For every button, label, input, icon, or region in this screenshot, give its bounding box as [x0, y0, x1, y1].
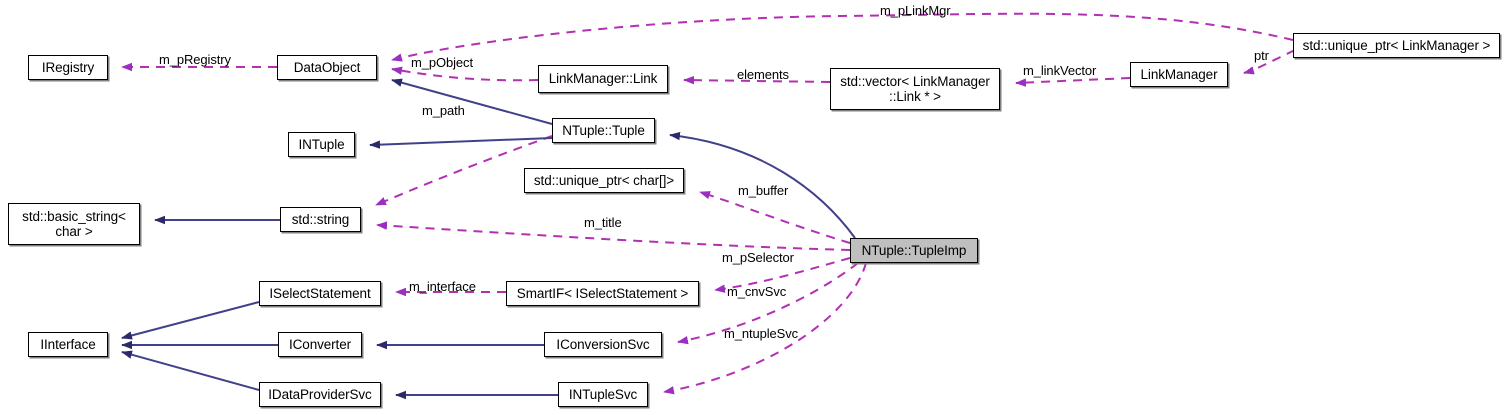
uml-node-iconversionsvc[interactable]: IConversionSvc	[544, 332, 662, 357]
uml-node-uniqueptrlm[interactable]: std::unique_ptr< LinkManager >	[1293, 33, 1500, 58]
edge-m_ntupleSvc	[663, 262, 867, 395]
uml-node-dataobject[interactable]: DataObject	[277, 55, 377, 80]
edge-label-m_linkVector: m_linkVector	[1023, 63, 1097, 78]
edge-label-m_pLinkMgr: m_pLinkMgr	[880, 3, 951, 18]
edge-iselectstatement-iinterface	[121, 301, 260, 340]
uml-node-stdstring[interactable]: std::string	[280, 207, 361, 232]
edge-m_pObject	[391, 66, 539, 82]
edge-elements	[683, 75, 831, 85]
edge-label-elements: elements	[737, 67, 789, 82]
uml-node-tupleimp[interactable]: NTuple::TupleImp	[850, 238, 978, 263]
uml-node-uniqueptrchar[interactable]: std::unique_ptr< char[]>	[524, 168, 684, 193]
uml-node-basicstring[interactable]: std::basic_string< char >	[8, 203, 140, 245]
uml-node-intuple[interactable]: INTuple	[288, 132, 355, 157]
edge-label-m_cnvSvc: m_cnvSvc	[727, 284, 787, 299]
edge-label-ptr: ptr	[1254, 48, 1269, 63]
edge-label-m_title: m_title	[584, 215, 622, 230]
edge-m_path	[375, 135, 553, 206]
uml-node-vectorlink[interactable]: std::vector< LinkManager ::Link * >	[830, 68, 1000, 110]
edge-ptr	[1243, 49, 1296, 75]
uml-node-iconverter[interactable]: IConverter	[278, 332, 362, 357]
edge-label-m_pSelector: m_pSelector	[722, 250, 794, 265]
edge-label-m_pObject: m_pObject	[411, 55, 473, 70]
edge-m_linkVector	[1015, 77, 1131, 87]
edge-m_pSelector	[714, 257, 851, 293]
uml-node-iinterface[interactable]: IInterface	[28, 332, 108, 357]
uml-node-iregistry[interactable]: IRegistry	[28, 55, 108, 80]
uml-node-smartif[interactable]: SmartIF< ISelectStatement >	[506, 281, 699, 306]
edge-label-m_interface: m_interface	[409, 279, 476, 294]
edge-ntupletuple-dataobject	[391, 78, 553, 125]
edge-m_buffer	[699, 191, 851, 244]
uml-node-iselectstatement[interactable]: ISelectStatement	[259, 281, 381, 306]
edge-idataprovidersvc-iinterface	[121, 350, 260, 391]
edge-ntupletuple-intuple	[369, 137, 553, 149]
uml-node-intuplesvc[interactable]: INTupleSvc	[558, 382, 648, 407]
edge-label-m_pRegistry: m_pRegistry	[159, 52, 231, 67]
edge-label-m_buffer: m_buffer	[738, 183, 789, 198]
edge-label-m_ntupleSvc: m_ntupleSvc	[724, 326, 799, 341]
edge-tupleimp-ntupletuple	[669, 131, 856, 239]
uml-node-idataprovidersvc[interactable]: IDataProviderSvc	[259, 382, 381, 407]
edge-m_cnvSvc	[677, 262, 859, 345]
uml-node-linkmanager[interactable]: LinkManager	[1130, 62, 1228, 87]
edge-m_pLinkMgr	[391, 12, 1294, 62]
uml-node-linkmanagerlink[interactable]: LinkManager::Link	[538, 65, 668, 93]
uml-node-ntupletuple[interactable]: NTuple::Tuple	[552, 118, 655, 143]
edge-label-m_path: m_path	[422, 103, 465, 118]
